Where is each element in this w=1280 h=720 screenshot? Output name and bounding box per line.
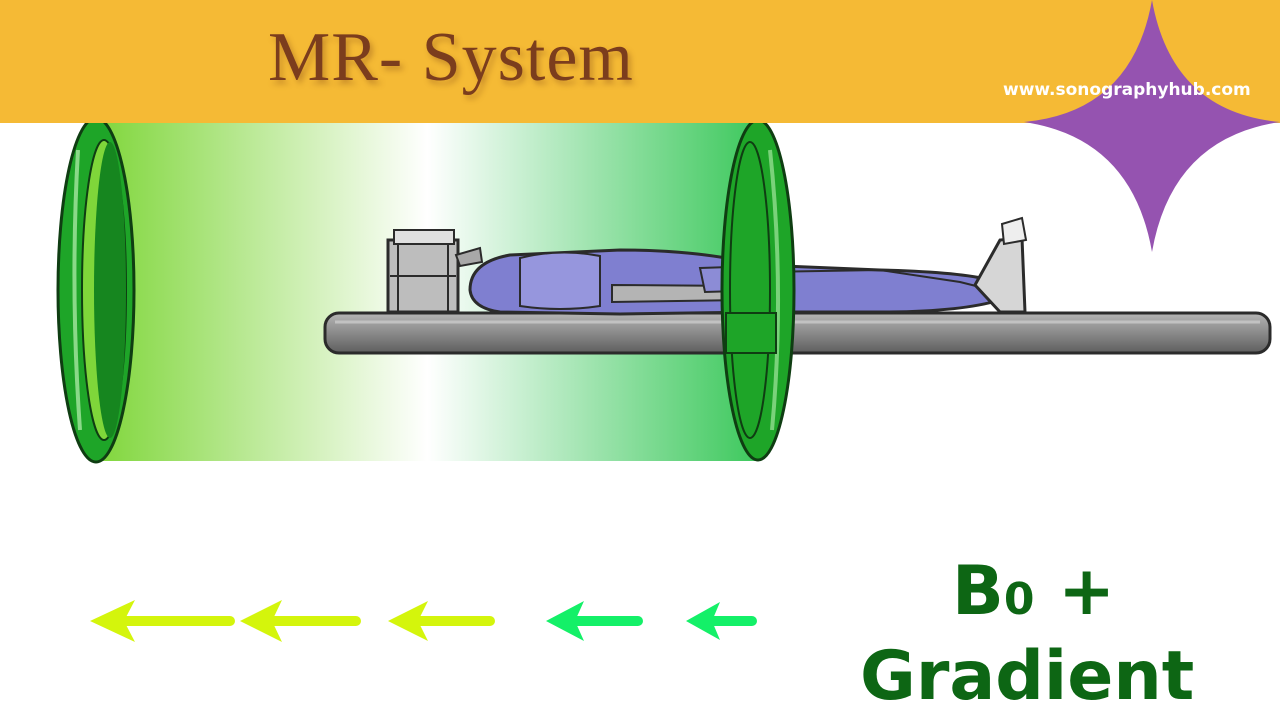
gradient-arrow (240, 600, 361, 642)
patient-table (323, 311, 1272, 355)
b0-label: B0 + (952, 558, 1115, 626)
website-url: www.sonographyhub.com (1003, 80, 1251, 100)
gradient-arrow (546, 601, 643, 641)
header-banner (0, 0, 1280, 123)
head-coil (386, 229, 460, 314)
gradient-arrows (90, 600, 757, 642)
gradient-arrow (388, 601, 495, 641)
plus-sign: + (1034, 552, 1116, 631)
gradient-arrow (90, 600, 235, 642)
star-decoration-icon (1024, 0, 1280, 252)
gradient-arrow (686, 602, 757, 640)
page-title: MR- System (268, 19, 634, 96)
left-gradient-coil (56, 116, 136, 464)
right-gradient-coil (720, 118, 796, 462)
b-subscript: 0 (1003, 574, 1035, 625)
b-symbol: B (952, 552, 1004, 631)
gradient-label: Gradient (860, 637, 1195, 716)
